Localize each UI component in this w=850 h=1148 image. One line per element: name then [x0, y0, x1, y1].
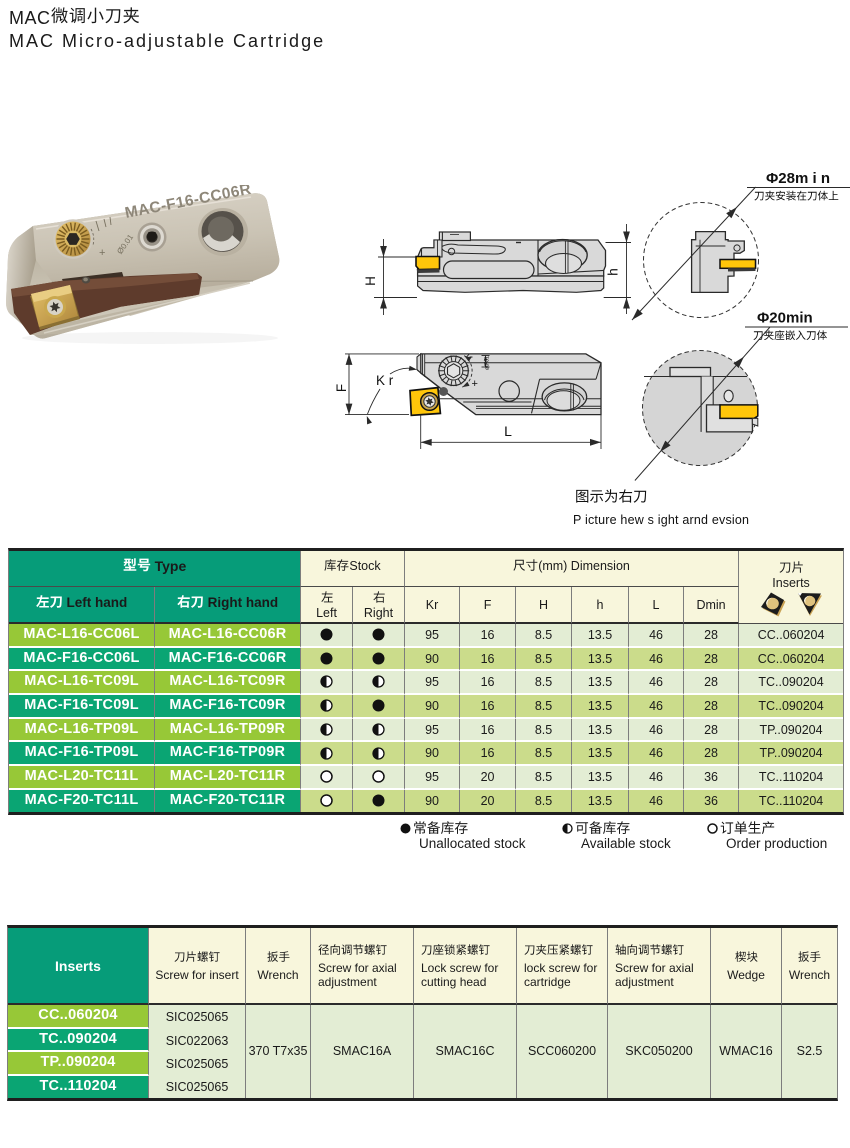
svg-text:+: +: [472, 378, 478, 390]
svg-text:H: H: [363, 276, 378, 286]
svg-text:K r: K r: [376, 373, 394, 388]
svg-text:F: F: [334, 384, 349, 392]
svg-text:L: L: [504, 423, 512, 439]
svg-text:Φ20min: Φ20min: [757, 310, 813, 327]
svg-text:-: -: [469, 349, 473, 363]
svg-text:h: h: [606, 268, 621, 276]
svg-text:ø0.01: ø0.01: [485, 356, 491, 370]
svg-text:P icture hew s ight arnd e: P icture hew s ight arnd evsion: [573, 513, 749, 527]
svg-text:Φ28m i n: Φ28m i n: [766, 170, 830, 187]
svg-text:+: +: [99, 247, 105, 259]
